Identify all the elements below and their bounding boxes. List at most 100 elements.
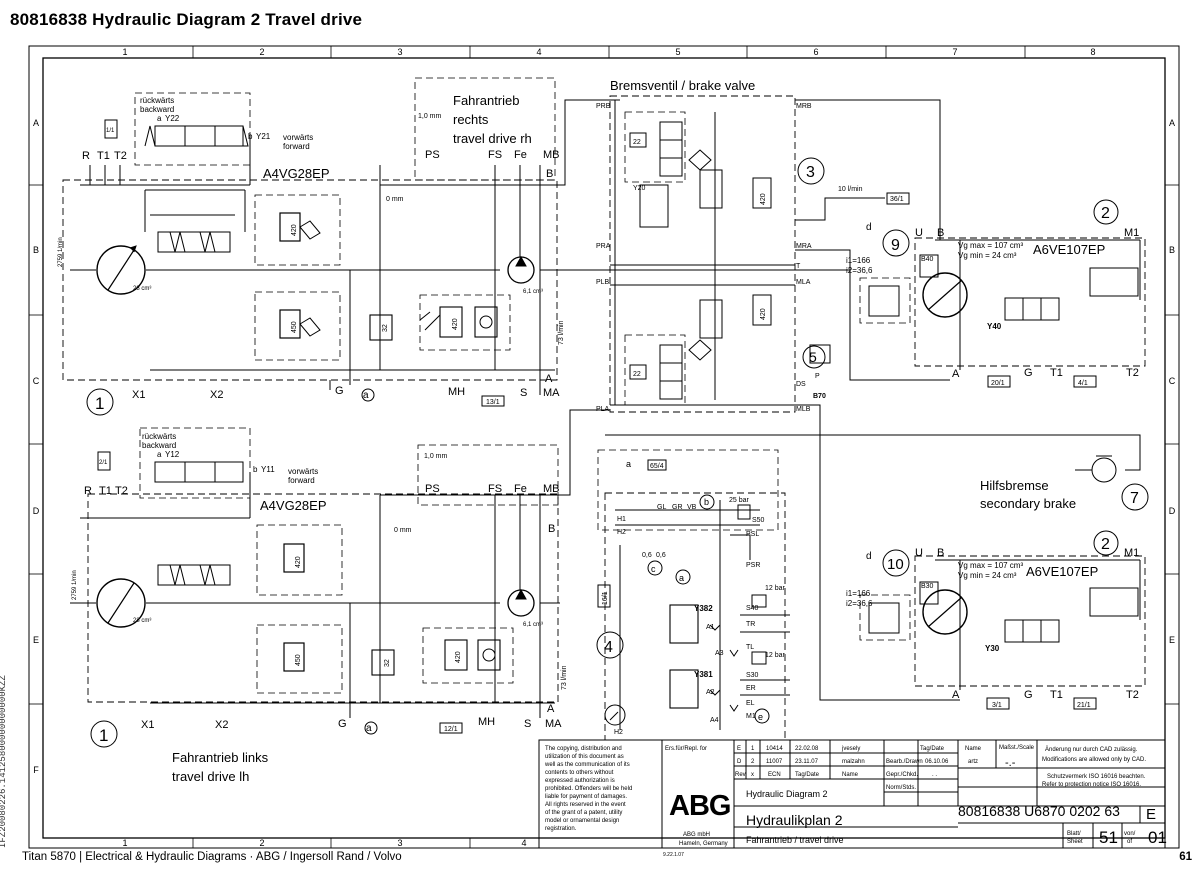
upper-ref-2: 13/1 [486,399,500,406]
rev-hdr-date: Tag/Date [795,772,820,778]
lower-s: S [524,718,531,730]
bearb-label: Bearb./Drawn [886,759,923,765]
form-number: 9.22.1.07 [663,852,684,858]
rmb-callout-d: d [866,551,872,562]
travel-rh-de-2: rechts [453,112,489,127]
rmb-callout-2: 2 [1101,536,1110,553]
vb4-psr: PSR [746,562,760,569]
rev-2-n: 2 [751,759,755,765]
bv-y20: Y20 [633,185,646,192]
row-label-a: A [33,118,39,128]
rev-1-rev: E [737,746,741,752]
upper-callout: 1 [95,394,104,413]
vb4-bar-12b: 12 bar [765,652,786,659]
vb4-a3: A3 [715,650,724,657]
vb4-callout-a2: a [679,573,684,583]
upper-model: A4VG28EP [263,166,330,181]
brake-valve-title: Bremsventil / brake valve [610,78,755,93]
right-motor-bottom-unit [859,530,1146,710]
upper-port-t1: T1 [97,150,110,162]
page-number: 61 [1179,851,1192,863]
vb4-a2: A2 [706,689,715,696]
secondary-brake-labels: Hilfsbremse secondary brake 7 [980,478,1139,511]
copyright-line-4: contents to others without [545,770,614,776]
col-label-7: 7 [952,47,957,57]
gepr-label: Gepr./Chkd. [886,772,918,778]
col-label-3: 3 [397,47,402,57]
port-prb: PRB [596,103,611,110]
travel-lh-label: Fahrantrieb links travel drive lh [172,750,269,784]
bv-420a: 420 [760,193,767,205]
upper-a-circle: a [363,390,369,401]
travel-rh-de-1: Fahrantrieb [453,93,519,108]
lower-forward-en: forward [288,476,315,485]
rev-2-date: 23.11.07 [795,759,819,765]
rmt-b40: B40 [921,256,934,263]
upper-ref: 1/1 [106,128,115,134]
right-motor-top-labels: d 9 2 U B M1 B40 Vg max = 107 cm³ Vg min… [846,205,1139,387]
scale-value: -.- [1005,757,1016,769]
rmb-b: B [937,547,944,559]
rev-1-name: jvesely [841,746,860,752]
rmt-i1: i1=166 [846,256,871,265]
valve-block-4 [596,449,790,741]
upper-a-circle-ring [361,388,375,402]
outer-frame [28,45,1180,849]
lower-port-t1: T1 [99,485,112,497]
vb4-m1: M1 [746,713,756,720]
rev-1-n: 1 [751,746,755,752]
rev-hdr-name: Name [842,772,859,778]
copyright-line-3: well as the communication of its [544,762,630,768]
lower-relief-1: 420 [295,556,302,568]
rmb-vg-min: Vg min = 24 cm³ [958,571,1017,580]
rev-2-rev: D [737,759,742,765]
vb4-s30: S30 [746,672,759,679]
upper-orifice-top: 1,0 mm [418,113,442,120]
inner-frame [42,57,1166,839]
upper-port-r: R [82,150,90,162]
rmb-i2: i2=36,6 [846,599,873,608]
lower-b: B [548,523,555,535]
subtitle-en: Hydraulic Diagram 2 [746,789,828,799]
copyright-line-1: The copying, distribution and [545,746,622,752]
vb4-y381: Y381 [694,670,713,679]
vb4-a4: A4 [710,717,719,724]
rmb-u: U [915,547,923,559]
lower-callout: 1 [99,726,108,745]
of-label: of [1127,839,1132,845]
lower-ref-2-box [439,722,463,734]
vb4-ref-a: 65/4 [650,463,664,470]
company-line-1: ABG mbH [683,832,710,838]
vb4-h2: H2 [617,529,626,536]
lower-a-circle-ring [364,721,378,735]
rmt-y40: Y40 [987,322,1002,331]
lower-x1: X1 [141,719,154,731]
copyright-line-7: liable for payment of damages. [545,794,627,800]
row-label-b: B [33,245,39,255]
footer-left: Titan 5870 | Electrical & Hydraulic Diag… [22,851,402,863]
vb4-s40: S40 [746,605,759,612]
lower-fs: FS [488,483,502,495]
lower-mh: MH [478,716,495,728]
lower-orifice-mid: 0 mm [394,527,412,534]
lower-g: G [338,718,347,730]
bv-flow: 10 l/min [838,186,863,193]
vb4-vb: VB [687,504,697,511]
protect-line-2: Refer to protection notice ISO 16016. [1042,782,1141,788]
row-label-e-right: E [1169,635,1175,645]
lower-relief-3: 32 [384,659,391,667]
valve-block-4-labels: a 65/4 GL GR VB b 25 bar S50 H1 H2 PSL P… [602,459,786,736]
upper-relief-3: 32 [382,324,389,332]
upper-a: A [545,373,553,385]
upper-sol-b-name: Y21 [256,132,271,141]
port-t: T [796,263,801,270]
tag-date-hdr: Tag/Date [920,746,945,752]
lower-orifice-top: 1,0 mm [424,453,448,460]
vb4-bar-12a: 12 bar [765,585,786,592]
vb4-er: ER [746,685,756,692]
lower-mb: MB [543,483,560,495]
travel-lh-de: Fahrantrieb links [172,750,269,765]
sheet-number: 51 [1099,828,1118,847]
lower-ref-2: 12/1 [444,726,458,733]
bv-420b: 420 [760,308,767,320]
